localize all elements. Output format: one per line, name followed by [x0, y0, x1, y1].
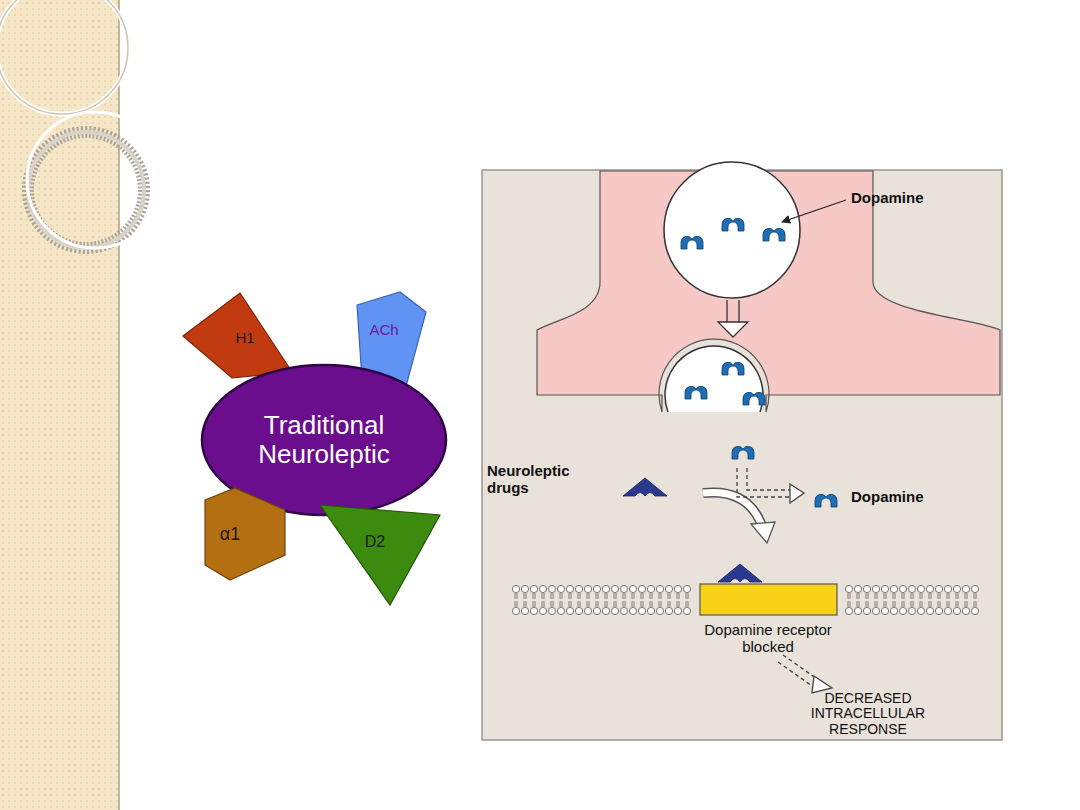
receptor-alpha1: α1 — [200, 486, 290, 582]
drug-label: Neuroleptic drugs — [487, 463, 597, 496]
strip-edge — [118, 0, 120, 810]
displaced-arrow — [737, 468, 804, 503]
node-label: α1 — [220, 525, 240, 545]
molecule-label: Dopamine — [851, 489, 924, 506]
node-outline — [318, 500, 442, 607]
dopamine-receptor — [700, 584, 837, 615]
vesicle — [664, 162, 800, 298]
receptor-d2: D2 — [318, 500, 442, 607]
receptor-label: Dopamine receptor blocked — [698, 622, 838, 655]
response-arrow — [778, 655, 832, 693]
node-outline — [200, 486, 290, 582]
node-label: ACh — [369, 322, 398, 339]
drug-molecules — [623, 478, 762, 582]
molecule-label: Dopamine — [851, 190, 924, 207]
node-label: H1 — [235, 330, 254, 347]
node-label: Traditional Neuroleptic — [242, 411, 407, 468]
node-label: D2 — [365, 533, 385, 551]
response-label: DECREASED INTRACELLULAR RESPONSE — [783, 691, 953, 737]
binding-arrow — [703, 492, 775, 543]
release-arrow — [718, 300, 748, 337]
decor-circles — [0, 0, 163, 248]
dopamine-molecules — [681, 218, 837, 507]
leader-line — [782, 200, 846, 222]
